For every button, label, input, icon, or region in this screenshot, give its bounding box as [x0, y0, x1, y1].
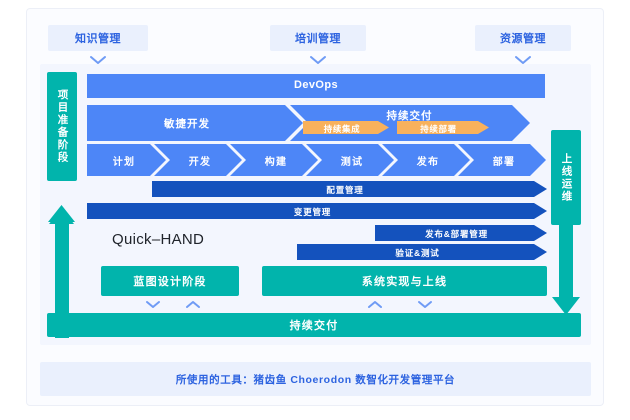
bar-verification-testing: 验证&测试 — [297, 244, 547, 260]
tab-label: 知识管理 — [75, 33, 121, 45]
row-process-steps: 计划 开发 构建 测试 发布 部署 — [87, 144, 553, 176]
chevron-up-icon — [367, 300, 383, 309]
phase-system-implementation: 系统实现与上线 — [262, 266, 547, 296]
bar-configuration-management: 配置管理 — [152, 181, 547, 197]
pillar-project-preparation: 项目准备阶段 — [47, 72, 77, 181]
right-downward-connector-icon — [548, 223, 590, 323]
tab-training-management[interactable]: 培训管理 — [270, 25, 366, 51]
footer-tools-note: 所使用的工具：猪齿鱼 Choerodon 数智化开发管理平台 — [40, 362, 591, 396]
bar-continuous-delivery-bottom: 持续交付 — [47, 313, 581, 337]
bar-change-management: 变更管理 — [87, 203, 547, 219]
tab-label: 培训管理 — [295, 33, 341, 45]
delivery-bar-label: 持续交付 — [289, 320, 339, 332]
chevron-down-icon — [309, 55, 327, 65]
chevron-up-icon — [185, 300, 201, 309]
row-devops: DevOps — [87, 74, 545, 98]
phase-label: 蓝图设计阶段 — [133, 276, 207, 288]
footer-label: 所使用的工具：猪齿鱼 Choerodon 数智化开发管理平台 — [175, 373, 456, 386]
chevron-down-icon — [417, 300, 433, 309]
chevron-down-icon — [514, 55, 532, 65]
phase-label: 系统实现与上线 — [361, 276, 448, 288]
bar-continuous-integration: 持续集成 — [303, 121, 389, 134]
bar-continuous-deployment: 持续部署 — [397, 121, 489, 134]
chevron-down-icon — [145, 300, 161, 309]
tab-knowledge-management[interactable]: 知识管理 — [48, 25, 148, 51]
pillar-online-operation: 上线运维 — [551, 130, 581, 225]
quick-hand-wordmark: Quick–HAND — [112, 231, 205, 248]
chevron-down-icon — [89, 55, 107, 65]
tab-label: 资源管理 — [500, 33, 546, 45]
tab-resource-management[interactable]: 资源管理 — [475, 25, 571, 51]
pillar-left-label: 项目准备阶段 — [56, 89, 69, 164]
bar-release-deploy-management: 发布&部署管理 — [375, 225, 547, 241]
phase-blueprint-design: 蓝图设计阶段 — [101, 266, 239, 296]
pillar-right-label: 上线运维 — [560, 152, 573, 203]
